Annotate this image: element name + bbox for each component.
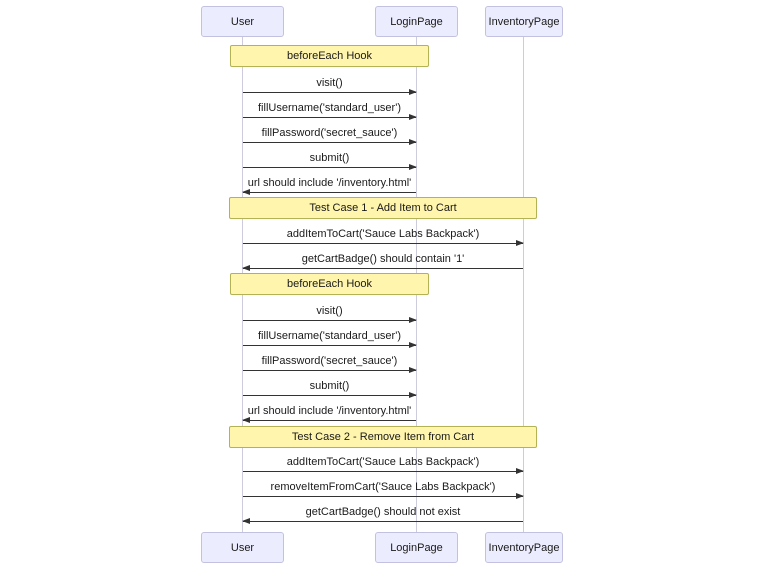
message-url-check-1: url should include '/inventory.html' — [242, 177, 416, 195]
arrow-left-icon — [242, 518, 523, 524]
actor-box-user-top: User — [201, 6, 284, 37]
message-visit-1: visit() — [243, 77, 417, 95]
note-test-case-1: Test Case 1 - Add Item to Cart — [229, 197, 537, 219]
note-label: beforeEach Hook — [287, 50, 372, 62]
message-label: url should include '/inventory.html' — [247, 405, 412, 417]
arrow-left-icon — [242, 265, 523, 271]
message-label: fillPassword('secret_sauce') — [261, 127, 398, 139]
actor-box-loginpage-bottom: LoginPage — [375, 532, 458, 563]
lifeline-inventorypage — [523, 37, 524, 532]
message-fillusername-2: fillUsername('standard_user') — [243, 330, 417, 348]
actor-label-loginpage: LoginPage — [390, 15, 443, 28]
message-label: visit() — [316, 77, 343, 89]
note-label: Test Case 1 - Add Item to Cart — [309, 202, 457, 214]
message-fillpassword-1: fillPassword('secret_sauce') — [243, 127, 417, 145]
message-removeitemfromcart: removeItemFromCart('Sauce Labs Backpack'… — [243, 481, 524, 499]
arrow-right-icon — [243, 114, 417, 120]
actor-box-loginpage-top: LoginPage — [375, 6, 458, 37]
arrow-right-icon — [243, 317, 417, 323]
actor-box-user-bottom: User — [201, 532, 284, 563]
message-label: getCartBadge() should contain '1' — [301, 253, 465, 265]
message-label: submit() — [309, 380, 350, 392]
message-label: removeItemFromCart('Sauce Labs Backpack'… — [270, 481, 496, 493]
message-label: url should include '/inventory.html' — [247, 177, 412, 189]
message-getcartbadge-contain: getCartBadge() should contain '1' — [242, 253, 523, 271]
message-label: getCartBadge() should not exist — [305, 506, 461, 518]
note-test-case-2: Test Case 2 - Remove Item from Cart — [229, 426, 537, 448]
arrow-right-icon — [243, 367, 417, 373]
message-getcartbadge-not-exist: getCartBadge() should not exist — [242, 506, 523, 524]
arrow-left-icon — [242, 417, 416, 423]
message-additemtocart-1: addItemToCart('Sauce Labs Backpack') — [243, 228, 524, 246]
arrow-left-icon — [242, 189, 416, 195]
arrow-right-icon — [243, 139, 417, 145]
message-label: addItemToCart('Sauce Labs Backpack') — [286, 228, 480, 240]
arrow-right-icon — [243, 468, 524, 474]
arrow-right-icon — [243, 493, 524, 499]
arrow-right-icon — [243, 89, 417, 95]
arrow-right-icon — [243, 164, 417, 170]
actor-box-inventorypage-bottom: InventoryPage — [485, 532, 563, 563]
message-url-check-2: url should include '/inventory.html' — [242, 405, 416, 423]
arrow-right-icon — [243, 240, 524, 246]
actor-label-loginpage: LoginPage — [390, 541, 443, 554]
message-fillpassword-2: fillPassword('secret_sauce') — [243, 355, 417, 373]
arrow-right-icon — [243, 342, 417, 348]
message-label: visit() — [316, 305, 343, 317]
actor-label-user: User — [230, 541, 255, 554]
note-label: Test Case 2 - Remove Item from Cart — [291, 431, 475, 443]
message-label: fillUsername('standard_user') — [258, 102, 401, 114]
message-label: fillPassword('secret_sauce') — [261, 355, 398, 367]
arrow-right-icon — [243, 392, 417, 398]
message-visit-2: visit() — [243, 305, 417, 323]
message-label: submit() — [309, 152, 350, 164]
message-additemtocart-2: addItemToCart('Sauce Labs Backpack') — [243, 456, 524, 474]
actor-label-inventorypage: InventoryPage — [488, 541, 560, 554]
message-label: addItemToCart('Sauce Labs Backpack') — [286, 456, 480, 468]
message-submit-2: submit() — [243, 380, 417, 398]
note-before-each-hook-1: beforeEach Hook — [230, 45, 429, 67]
message-submit-1: submit() — [243, 152, 417, 170]
note-before-each-hook-2: beforeEach Hook — [230, 273, 429, 295]
message-label: fillUsername('standard_user') — [258, 330, 401, 342]
note-label: beforeEach Hook — [287, 278, 372, 290]
actor-label-inventorypage: InventoryPage — [488, 15, 560, 28]
actor-box-inventorypage-top: InventoryPage — [485, 6, 563, 37]
actor-label-user: User — [230, 15, 255, 28]
message-fillusername-1: fillUsername('standard_user') — [243, 102, 417, 120]
